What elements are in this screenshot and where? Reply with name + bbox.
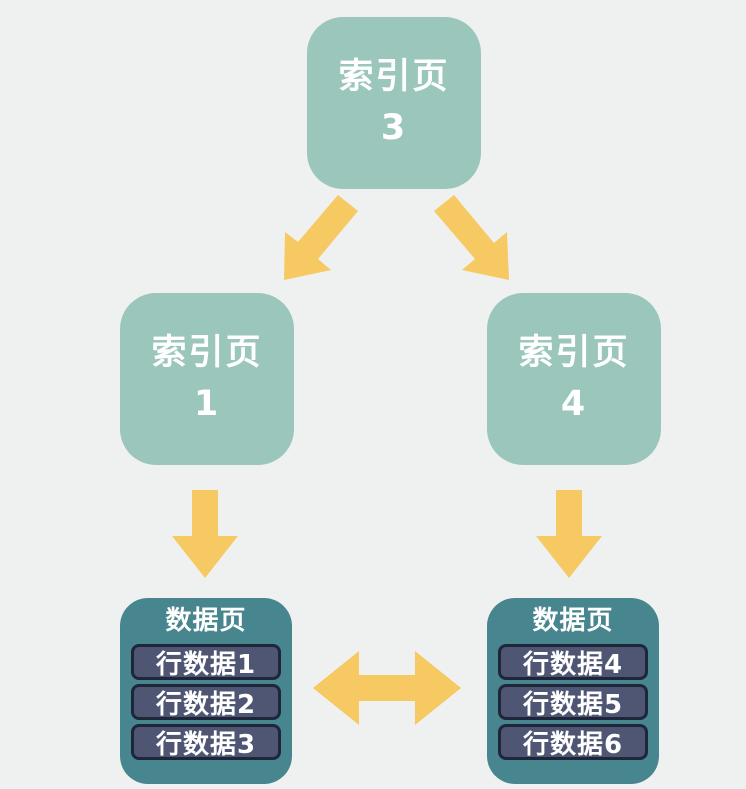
- index-page-label: 索引页: [518, 333, 630, 374]
- arrow-down-icon: [172, 490, 238, 578]
- node-data-page-right: 数据页 行数据4 行数据5 行数据6: [487, 598, 659, 784]
- index-page-label: 索引页: [338, 57, 450, 98]
- index-page-number: 3: [380, 108, 408, 148]
- double-horizontal-arrow-icon: [313, 651, 461, 725]
- index-page-number: 1: [193, 384, 221, 424]
- data-page-title: 数据页: [165, 606, 247, 636]
- data-row: 行数据6: [498, 724, 648, 760]
- data-page-title: 数据页: [532, 606, 614, 636]
- index-page-number: 4: [560, 384, 588, 424]
- data-row: 行数据5: [498, 684, 648, 720]
- data-row: 行数据1: [131, 644, 281, 680]
- arrow-down-right-icon: [434, 195, 509, 280]
- node-index-page-4: 索引页 4: [487, 293, 661, 465]
- node-index-page-3: 索引页 3: [307, 17, 481, 189]
- data-rows: 行数据1 行数据2 行数据3: [131, 644, 281, 760]
- data-row: 行数据3: [131, 724, 281, 760]
- arrow-down-left-icon: [284, 195, 358, 280]
- data-row: 行数据2: [131, 684, 281, 720]
- index-page-label: 索引页: [151, 333, 263, 374]
- node-index-page-1: 索引页 1: [120, 293, 294, 465]
- arrow-down-icon: [536, 490, 602, 578]
- node-data-page-left: 数据页 行数据1 行数据2 行数据3: [120, 598, 292, 784]
- data-rows: 行数据4 行数据5 行数据6: [498, 644, 648, 760]
- data-row: 行数据4: [498, 644, 648, 680]
